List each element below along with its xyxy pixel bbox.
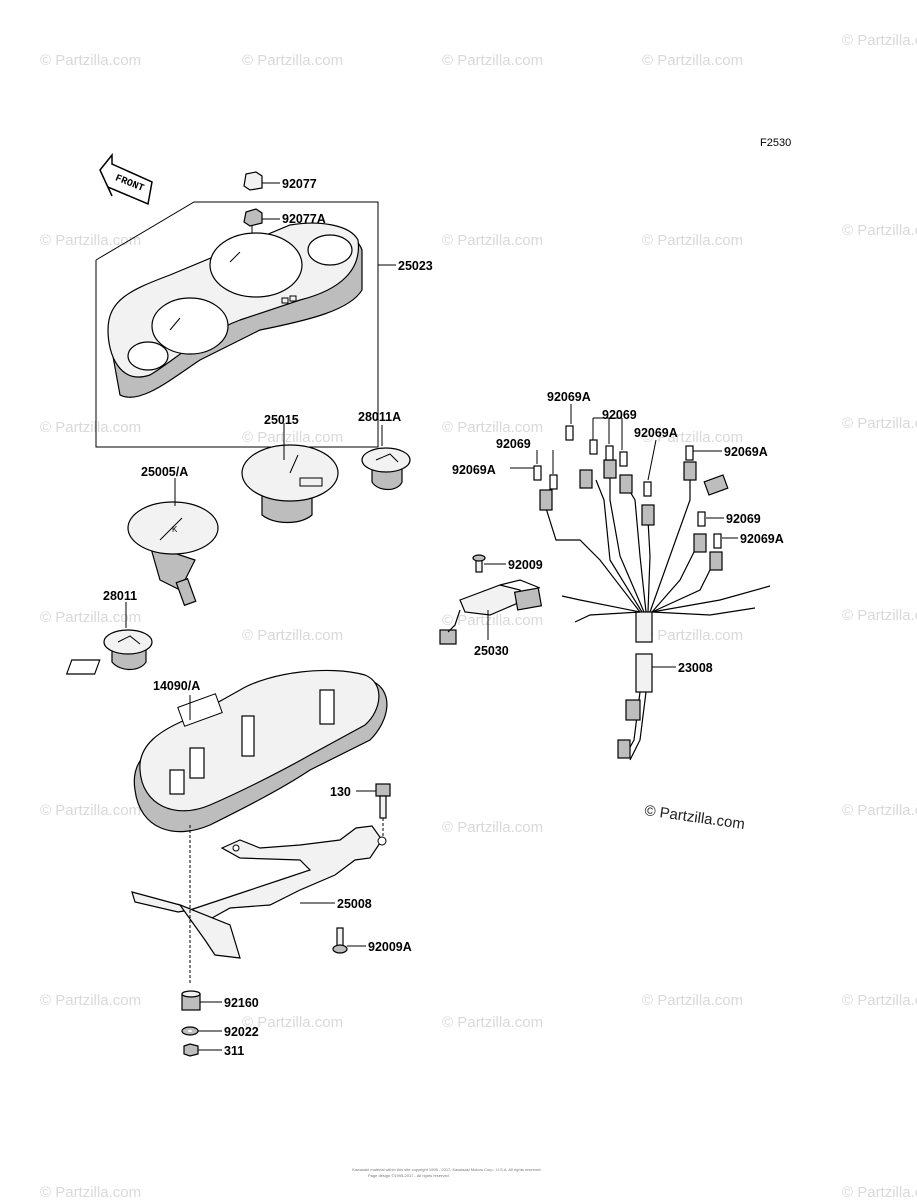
wiring-harness-icon bbox=[533, 425, 771, 761]
watermark-text: © Partzilla.com bbox=[642, 52, 743, 69]
watermark-text: © Partzilla.com bbox=[40, 52, 141, 69]
watermark-text: © Partzilla.com bbox=[642, 992, 743, 1009]
watermark-text: © Partzilla.com bbox=[40, 1184, 141, 1200]
watermark-text: © Partzilla.com bbox=[842, 802, 917, 819]
watermark-text: © Partzilla.com bbox=[242, 1014, 343, 1031]
watermark-text: © Partzilla.com bbox=[642, 429, 743, 446]
callout-92009[interactable]: 92009 bbox=[508, 558, 543, 572]
watermark-layer: © Partzilla.com © Partzilla.com © Partzi… bbox=[40, 32, 917, 1200]
callout-14090a[interactable]: 14090/A bbox=[153, 679, 200, 693]
callout-25023[interactable]: 25023 bbox=[398, 259, 433, 273]
watermark-text: © Partzilla.com bbox=[442, 1014, 543, 1031]
callout-92077[interactable]: 92077 bbox=[282, 177, 317, 191]
watermark-text: © Partzilla.com bbox=[842, 222, 917, 239]
callout-92069a-left[interactable]: 92069A bbox=[452, 463, 496, 477]
callout-92069a-top[interactable]: 92069A bbox=[547, 390, 591, 404]
nut-311-icon bbox=[183, 1043, 199, 1057]
nut-92077-icon bbox=[243, 171, 263, 191]
callout-25015[interactable]: 25015 bbox=[264, 413, 299, 427]
watermark-text: © Partzilla.com bbox=[40, 992, 141, 1009]
watermark-text: © Partzilla.com bbox=[442, 232, 543, 249]
watermark-text: © Partzilla.com bbox=[442, 819, 543, 836]
callout-25005a[interactable]: 25005/A bbox=[141, 465, 188, 479]
meter-case-icon bbox=[65, 659, 388, 833]
watermark-text: © Partzilla.com bbox=[842, 32, 917, 49]
part-labels: 92077 92077A 25023 25015 28011A 25005/A … bbox=[103, 177, 784, 1058]
callout-130[interactable]: 130 bbox=[330, 785, 351, 799]
callout-25008[interactable]: 25008 bbox=[337, 897, 372, 911]
front-arrow-icon: FRONT bbox=[99, 152, 153, 206]
svg-text:K: K bbox=[172, 525, 178, 534]
lens-28011-icon bbox=[103, 629, 153, 671]
grommet-92160-icon bbox=[181, 990, 201, 1011]
watermark-text: © Partzilla.com bbox=[842, 607, 917, 624]
watermark-text: © Partzilla.com bbox=[842, 1184, 917, 1200]
switch-25030-icon bbox=[439, 554, 543, 645]
callout-92160[interactable]: 92160 bbox=[224, 996, 259, 1010]
watermark-text: © Partzilla.com bbox=[242, 429, 343, 446]
copyright-line-1: Kawasaki material within this site copyr… bbox=[352, 1167, 542, 1172]
lens-28011a-icon bbox=[361, 447, 411, 491]
watermark-text: © Partzilla.com bbox=[842, 992, 917, 1009]
callout-92069a-mid[interactable]: 92069A bbox=[634, 426, 678, 440]
speedometer-icon: K bbox=[127, 501, 219, 607]
watermark-text: © Partzilla.com bbox=[842, 415, 917, 432]
callout-92069a-lower[interactable]: 92069A bbox=[740, 532, 784, 546]
callout-311[interactable]: 311 bbox=[224, 1044, 244, 1058]
callout-92069-right[interactable]: 92069 bbox=[726, 512, 761, 526]
callout-28011[interactable]: 28011 bbox=[103, 589, 137, 603]
assembly-bracket bbox=[95, 201, 379, 448]
partzilla-logo: © Partzilla.com bbox=[643, 802, 745, 833]
tachometer-icon bbox=[241, 444, 339, 524]
callout-28011a[interactable]: 28011A bbox=[358, 410, 401, 424]
watermark-text: © Partzilla.com bbox=[642, 627, 743, 644]
bolt-130-icon bbox=[375, 783, 391, 819]
callout-92022[interactable]: 92022 bbox=[224, 1025, 259, 1039]
callout-92069-top[interactable]: 92069 bbox=[602, 408, 637, 422]
watermark-text: © Partzilla.com bbox=[442, 612, 543, 629]
bracket-25008-icon bbox=[131, 825, 387, 959]
meter-cover-icon bbox=[107, 222, 363, 398]
watermark-text: © Partzilla.com bbox=[242, 52, 343, 69]
watermark-text: © Partzilla.com bbox=[40, 232, 141, 249]
watermark-text: © Partzilla.com bbox=[242, 627, 343, 644]
copyright-line-2: Page design ©1995-2017 - All rights rese… bbox=[368, 1173, 449, 1178]
washer-92022-icon bbox=[181, 1026, 199, 1036]
watermark-text: © Partzilla.com bbox=[442, 52, 543, 69]
callout-23008[interactable]: 23008 bbox=[678, 661, 713, 675]
watermark-text: © Partzilla.com bbox=[442, 419, 543, 436]
callout-92069-left[interactable]: 92069 bbox=[496, 437, 531, 451]
callout-25030[interactable]: 25030 bbox=[474, 644, 509, 658]
screw-92009a-icon bbox=[332, 927, 348, 954]
nut-92077a-icon bbox=[243, 208, 263, 227]
callout-92009a[interactable]: 92009A bbox=[368, 940, 412, 954]
watermark-text: © Partzilla.com bbox=[40, 802, 141, 819]
figure-code: F2530 bbox=[760, 137, 791, 149]
watermark-text: © Partzilla.com bbox=[40, 609, 141, 626]
watermark-text: © Partzilla.com bbox=[40, 419, 141, 436]
callout-92069a-right[interactable]: 92069A bbox=[724, 445, 768, 459]
watermark-text: © Partzilla.com bbox=[642, 232, 743, 249]
callout-92077a[interactable]: 92077A bbox=[282, 212, 326, 226]
